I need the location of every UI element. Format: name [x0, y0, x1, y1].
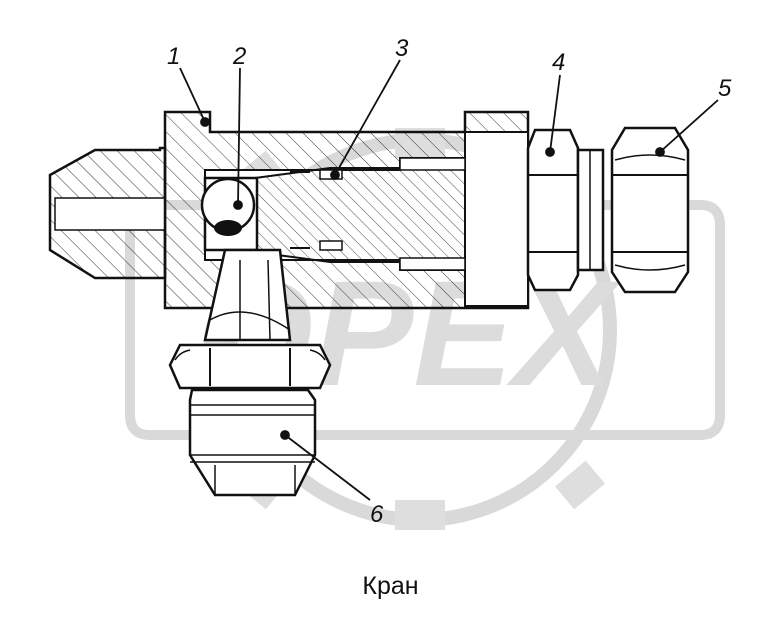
end-hex-nut [610, 126, 690, 294]
grease-fitting [188, 388, 317, 497]
callout-3: 3 [395, 35, 409, 62]
ball-cage [200, 176, 259, 252]
lower-stem [203, 248, 292, 342]
plunger [254, 157, 466, 271]
diagram-caption: Кран [362, 572, 419, 600]
callout-2: 2 [232, 43, 246, 70]
callout-4: 4 [552, 49, 565, 76]
lower-hex-nut [168, 343, 332, 390]
right-nut [526, 128, 605, 292]
callout-6: 6 [370, 501, 384, 528]
callout-1: 1 [167, 43, 180, 70]
leader-lines [179, 59, 719, 501]
callout-5: 5 [718, 75, 732, 102]
